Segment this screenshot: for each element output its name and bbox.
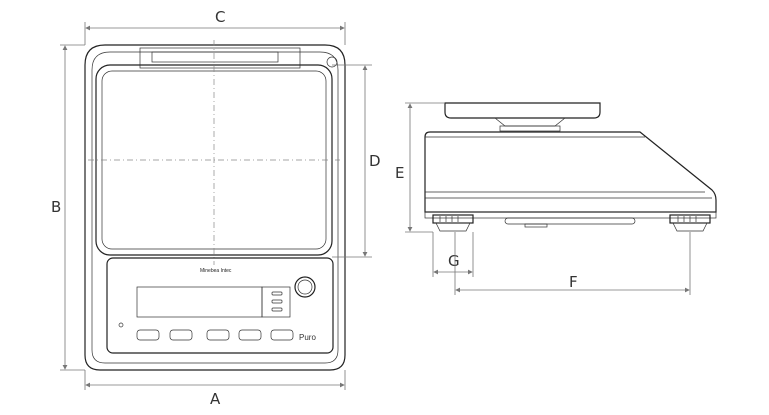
key-print[interactable] xyxy=(270,329,294,341)
display xyxy=(136,286,263,318)
dimension-d: D xyxy=(332,64,381,258)
dimension-c: C xyxy=(84,8,346,45)
dimension-f: F xyxy=(454,232,691,295)
key-mode[interactable] xyxy=(206,329,230,341)
front-foot xyxy=(432,214,474,232)
control-panel xyxy=(106,257,334,354)
dimension-a: A xyxy=(84,370,346,408)
dimension-label-b: B xyxy=(51,198,61,216)
brand-logo: Minebea Intec xyxy=(200,268,232,274)
dimension-label-a: A xyxy=(210,390,221,408)
dimension-label-d: D xyxy=(369,152,381,170)
dimension-e: E xyxy=(395,102,445,233)
dimension-g: G xyxy=(432,232,474,277)
front-view: Minebea Intec Puro xyxy=(84,40,346,371)
key-on-off[interactable] xyxy=(136,329,160,341)
level-indicator xyxy=(294,276,316,298)
dimension-label-c: C xyxy=(215,8,225,26)
rear-foot xyxy=(669,214,711,232)
dimension-label-f: F xyxy=(569,273,578,291)
dimension-b: B xyxy=(51,44,85,371)
side-view xyxy=(424,102,717,232)
dimension-label-e: E xyxy=(395,164,404,182)
key-zero[interactable] xyxy=(169,329,193,341)
key-function[interactable] xyxy=(238,329,262,341)
model-name: Puro xyxy=(299,333,316,342)
dimension-label-g: G xyxy=(448,252,460,270)
